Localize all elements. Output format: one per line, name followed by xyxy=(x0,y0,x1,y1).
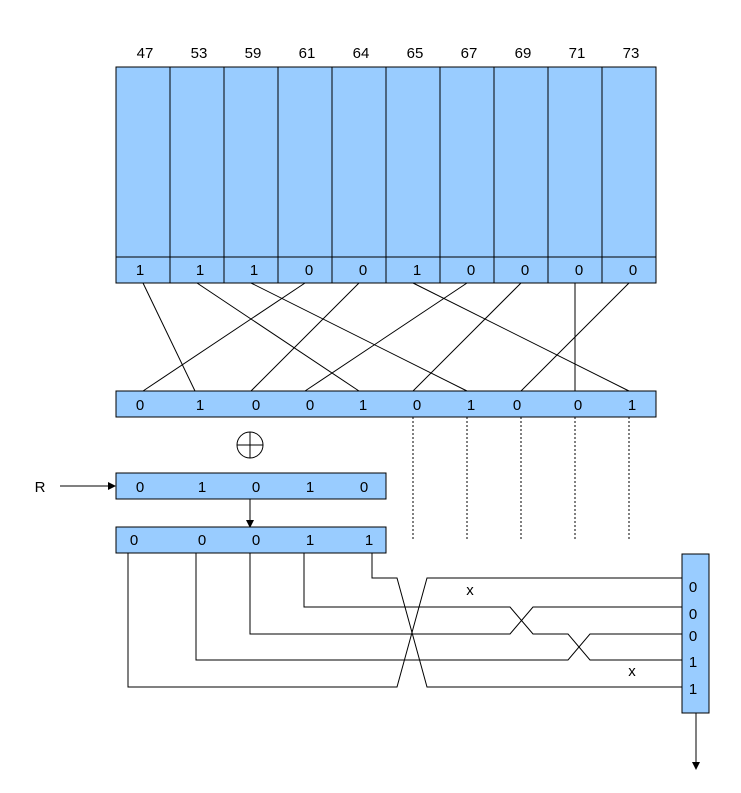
r-bit-row: 0 1 0 1 0 xyxy=(115,472,387,500)
bit-cell xyxy=(601,256,657,284)
permutation-line xyxy=(412,282,630,392)
bit-value: 1 xyxy=(365,532,373,549)
bit-value: 0 xyxy=(574,397,582,414)
column-cell xyxy=(493,66,549,258)
column-cell xyxy=(115,66,171,258)
bit-value: 0 xyxy=(136,479,144,496)
xor-symbol xyxy=(236,431,264,459)
permutation-line xyxy=(196,282,360,392)
result-bit-row: 0 0 0 1 1 xyxy=(115,526,387,554)
column-header: 71 xyxy=(569,45,586,62)
r-label: R xyxy=(35,479,46,496)
bit-value: 0 xyxy=(252,397,260,414)
bit-value: 0 xyxy=(359,262,367,279)
bit-value: 0 xyxy=(198,532,206,549)
routing-wire xyxy=(195,553,682,661)
bit-cell xyxy=(115,256,171,284)
column-header: 61 xyxy=(299,45,316,62)
permutation-line xyxy=(412,282,522,392)
bit-value: 0 xyxy=(130,532,138,549)
bit-cell xyxy=(493,256,549,284)
bit-value: 1 xyxy=(306,532,314,549)
bit-value: 0 xyxy=(467,262,475,279)
column-header: 53 xyxy=(191,45,208,62)
bit-value: 1 xyxy=(628,397,636,414)
bit-value: 1 xyxy=(250,262,258,279)
dotted-lines xyxy=(412,417,630,540)
bit-value: 1 xyxy=(196,262,204,279)
bit-value: 0 xyxy=(413,397,421,414)
bit-value: 0 xyxy=(252,479,260,496)
routing-wire xyxy=(303,553,682,661)
output-box-rect xyxy=(681,553,710,714)
bit-cell xyxy=(385,256,441,284)
bit-value: 0 xyxy=(360,479,368,496)
permutation-line xyxy=(520,282,630,392)
column-cell xyxy=(331,66,387,258)
column-headers: 47 53 59 61 64 65 67 69 71 73 xyxy=(137,45,640,62)
column-cell xyxy=(547,66,603,258)
permutation-line xyxy=(304,282,468,392)
output-bit: 0 xyxy=(689,579,697,596)
routing-wire xyxy=(371,553,682,688)
permutation-line xyxy=(142,282,196,392)
output-bit: 1 xyxy=(689,681,697,698)
column-header: 73 xyxy=(623,45,640,62)
x-mark: x xyxy=(628,663,636,680)
column-cell xyxy=(601,66,657,258)
permutation-line xyxy=(250,282,468,392)
result-row-box xyxy=(115,526,387,554)
permutation-lines xyxy=(142,282,630,392)
bit-value: 1 xyxy=(306,479,314,496)
column-cell xyxy=(385,66,441,258)
permuted-row-box xyxy=(115,390,657,418)
routing-wire xyxy=(249,553,682,635)
output-bit: 0 xyxy=(689,628,697,645)
bit-value: 1 xyxy=(413,262,421,279)
r-row-box xyxy=(115,472,387,500)
bit-value: 0 xyxy=(136,397,144,414)
permutation-line xyxy=(250,282,360,392)
output-box: 0 0 0 1 1 xyxy=(681,553,710,714)
routing-wire xyxy=(127,553,682,688)
permutation-line xyxy=(142,282,306,392)
column-block xyxy=(115,66,657,258)
bit-value: 1 xyxy=(359,397,367,414)
column-cell xyxy=(223,66,279,258)
column-cell xyxy=(277,66,333,258)
column-header: 64 xyxy=(353,45,370,62)
column-header: 47 xyxy=(137,45,154,62)
bit-value: 1 xyxy=(196,397,204,414)
bit-value: 0 xyxy=(521,262,529,279)
bit-cell xyxy=(169,256,225,284)
column-cell xyxy=(439,66,495,258)
bit-value: 1 xyxy=(136,262,144,279)
x-mark: x xyxy=(466,582,474,599)
bit-value: 1 xyxy=(467,397,475,414)
bit-value: 0 xyxy=(629,262,637,279)
column-header: 59 xyxy=(245,45,262,62)
output-bit: 0 xyxy=(689,606,697,623)
column-header: 65 xyxy=(407,45,424,62)
bit-value: 0 xyxy=(513,397,521,414)
bit-value: 0 xyxy=(305,262,313,279)
column-header: 67 xyxy=(461,45,478,62)
column-bit-row: 1 1 1 0 0 1 0 0 0 0 xyxy=(115,256,657,284)
output-bit: 1 xyxy=(689,654,697,671)
bit-value: 1 xyxy=(198,479,206,496)
permuted-bit-row: 0 1 0 0 1 0 1 0 0 1 xyxy=(115,390,657,418)
bit-value: 0 xyxy=(252,532,260,549)
routing-wires xyxy=(127,553,682,688)
column-cell xyxy=(169,66,225,258)
bit-value: 0 xyxy=(306,397,314,414)
column-header: 69 xyxy=(515,45,532,62)
bit-value: 0 xyxy=(575,262,583,279)
